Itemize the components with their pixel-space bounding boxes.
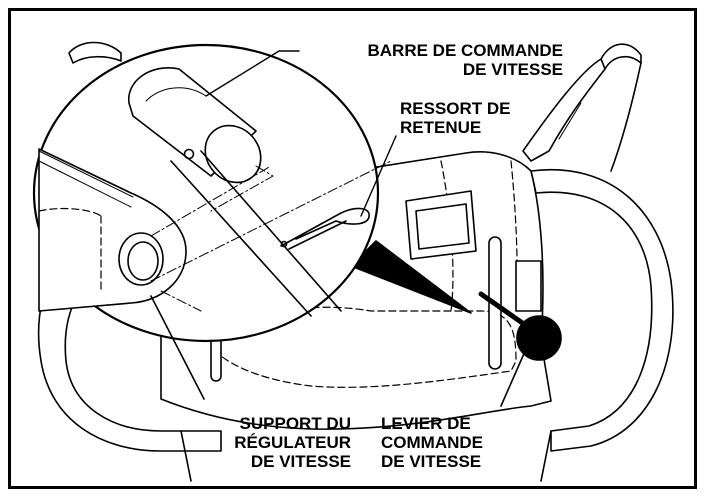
snowblower-drawing bbox=[32, 41, 674, 482]
label-line: COMMANDE bbox=[381, 433, 483, 452]
diagram-frame: BARRE DE COMMANDE DE VITESSE RESSORT DE … bbox=[8, 8, 697, 489]
speed-lever-knob bbox=[516, 315, 562, 361]
leader-rod bbox=[205, 50, 300, 97]
label-line: RESSORT DE bbox=[400, 99, 511, 118]
label-line: LEVIER DE bbox=[381, 414, 471, 433]
right-handle-grip bbox=[600, 43, 642, 70]
leader-spring bbox=[360, 135, 397, 217]
right-side-loop bbox=[530, 168, 674, 452]
label-speed-regulator-support: SUPPORT DU RÉGULATEUR DE VITESSE bbox=[161, 414, 351, 471]
label-line: DE VITESSE bbox=[381, 452, 482, 471]
leader-support bbox=[150, 295, 205, 400]
label-line: DE VITESSE bbox=[462, 60, 563, 79]
left-handle-grip bbox=[68, 41, 122, 64]
label-line: DE VITESSE bbox=[250, 452, 351, 471]
label-speed-control-rod: BARRE DE COMMANDE DE VITESSE bbox=[309, 41, 564, 79]
label-line: SUPPORT DU bbox=[239, 414, 351, 433]
retaining-spring bbox=[280, 207, 370, 250]
leader-lever bbox=[500, 348, 527, 407]
bracket-hole bbox=[118, 232, 164, 286]
label-line: RETENUE bbox=[400, 118, 482, 137]
label-speed-control-lever: LEVIER DE COMMANDE DE VITESSE bbox=[381, 414, 483, 471]
label-line: RÉGULATEUR bbox=[234, 433, 351, 452]
label-line: BARRE DE COMMANDE bbox=[367, 41, 564, 60]
right-handle-arm bbox=[522, 58, 606, 162]
label-retaining-spring: RESSORT DE RETENUE bbox=[400, 99, 511, 137]
